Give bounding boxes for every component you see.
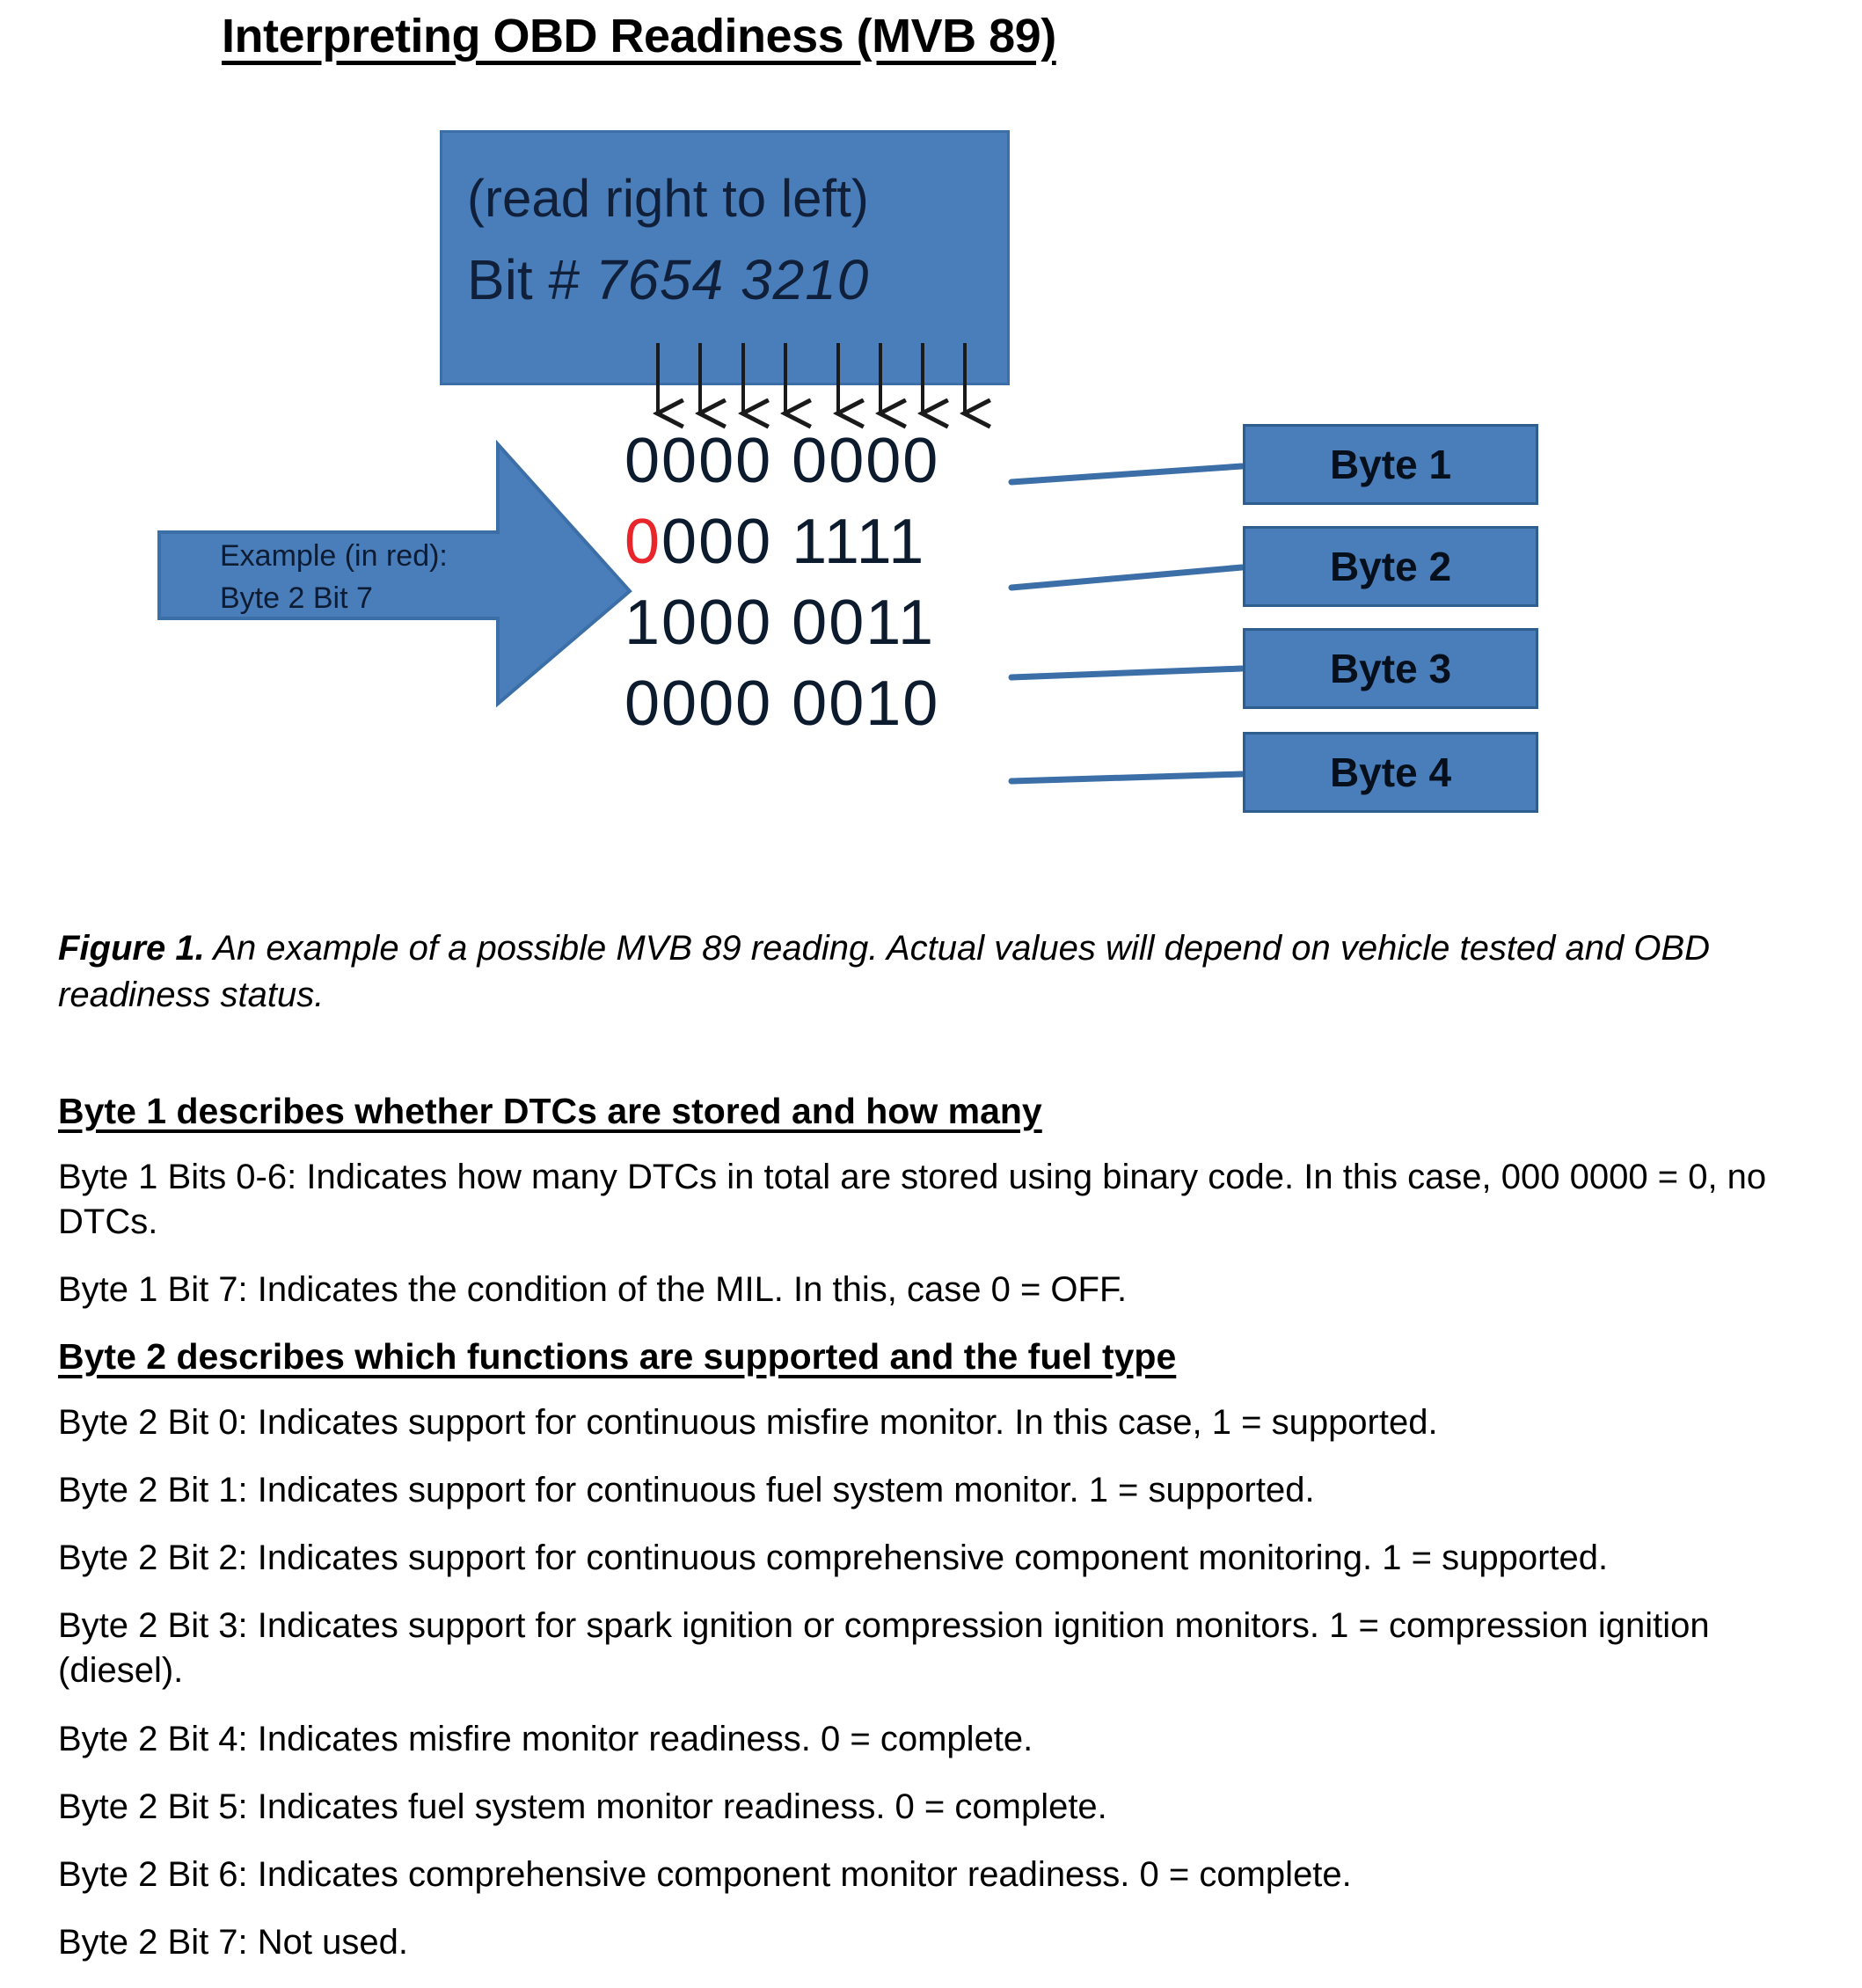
binary-row-value: 1000 0011 <box>624 588 936 658</box>
bit-hash-label: Bit # <box>467 248 595 311</box>
byte2-bit-5-line: Byte 2 Bit 5: Indicates fuel system moni… <box>58 1787 1107 1826</box>
byte2-bit-6-line: Byte 2 Bit 6: Indicates comprehensive co… <box>58 1854 1352 1894</box>
binary-row: 0000 0000 <box>624 420 939 501</box>
binary-row-value: 000 1111 <box>661 507 926 577</box>
binary-row-red-bit: 0 <box>624 507 662 577</box>
binary-value-list: 0000 0000 0000 1111 1000 0011 0000 0010 <box>624 420 939 744</box>
byte2-bit-4-line: Byte 2 Bit 4: Indicates misfire monitor … <box>58 1719 1033 1758</box>
byte2-bit-2-line: Byte 2 Bit 2: Indicates support for cont… <box>58 1538 1609 1577</box>
connector-byte-4 <box>1008 771 1245 785</box>
figure-caption-lead: Figure 1. <box>58 929 205 968</box>
binary-row: 0000 1111 <box>624 501 939 582</box>
example-callout-text: Example (in red): Byte 2 Bit 7 <box>220 535 448 620</box>
body-text: Byte 1 describes whether DTCs are stored… <box>58 1091 1826 1988</box>
byte1-bit-7-line: Byte 1 Bit 7: Indicates the condition of… <box>58 1270 1128 1310</box>
connector-byte-3 <box>1008 665 1245 681</box>
bit-number-header-box: (read right to left) Bit # 7654 3210 <box>440 130 1010 385</box>
byte-box-3: Byte 3 <box>1243 628 1538 709</box>
byte1-bits-0-6-line: Byte 1 Bits 0-6: Indicates how many DTCs… <box>58 1158 1767 1242</box>
byte-box-1: Byte 1 <box>1243 424 1538 505</box>
binary-row-value: 0000 0010 <box>624 669 940 739</box>
byte2-bit-3-line: Byte 2 Bit 3: Indicates support for spar… <box>58 1606 1710 1691</box>
heading-byte-2: Byte 2 describes which functions are sup… <box>58 1335 1177 1377</box>
read-direction-label: (read right to left) <box>467 169 869 228</box>
figure-caption: Figure 1. An example of a possible MVB 8… <box>58 925 1808 1019</box>
connector-byte-2 <box>1008 564 1245 591</box>
figure-caption-text: An example of a possible MVB 89 reading.… <box>58 929 1711 1015</box>
binary-row: 1000 0011 <box>624 582 939 663</box>
byte-box-2: Byte 2 <box>1243 526 1538 607</box>
byte2-bit-7-line: Byte 2 Bit 7: Not used. <box>58 1923 408 1962</box>
byte-connector-lines <box>1008 463 1245 785</box>
bit-number-label: Bit # 7654 3210 <box>467 247 869 312</box>
binary-row: 0000 0010 <box>624 663 939 744</box>
connector-byte-1 <box>1008 463 1245 486</box>
page-title: Interpreting OBD Readiness (MVB 89) <box>222 10 1056 62</box>
example-callout-line1: Example (in red): <box>220 539 448 573</box>
byte2-bit-1-line: Byte 2 Bit 1: Indicates support for cont… <box>58 1470 1315 1509</box>
byte2-bit-0-line: Byte 2 Bit 0: Indicates support for cont… <box>58 1402 1438 1442</box>
heading-byte-1: Byte 1 describes whether DTCs are stored… <box>58 1091 1042 1131</box>
example-callout: Example (in red): Byte 2 Bit 7 <box>157 438 632 702</box>
binary-row-value: 0000 0000 <box>624 426 940 496</box>
byte-box-4: Byte 4 <box>1243 732 1538 813</box>
figure-diagram: (read right to left) Bit # 7654 3210 <box>0 0 1862 880</box>
bit-number-sequence: 7654 3210 <box>595 248 870 311</box>
example-callout-line2: Byte 2 Bit 7 <box>220 581 373 616</box>
